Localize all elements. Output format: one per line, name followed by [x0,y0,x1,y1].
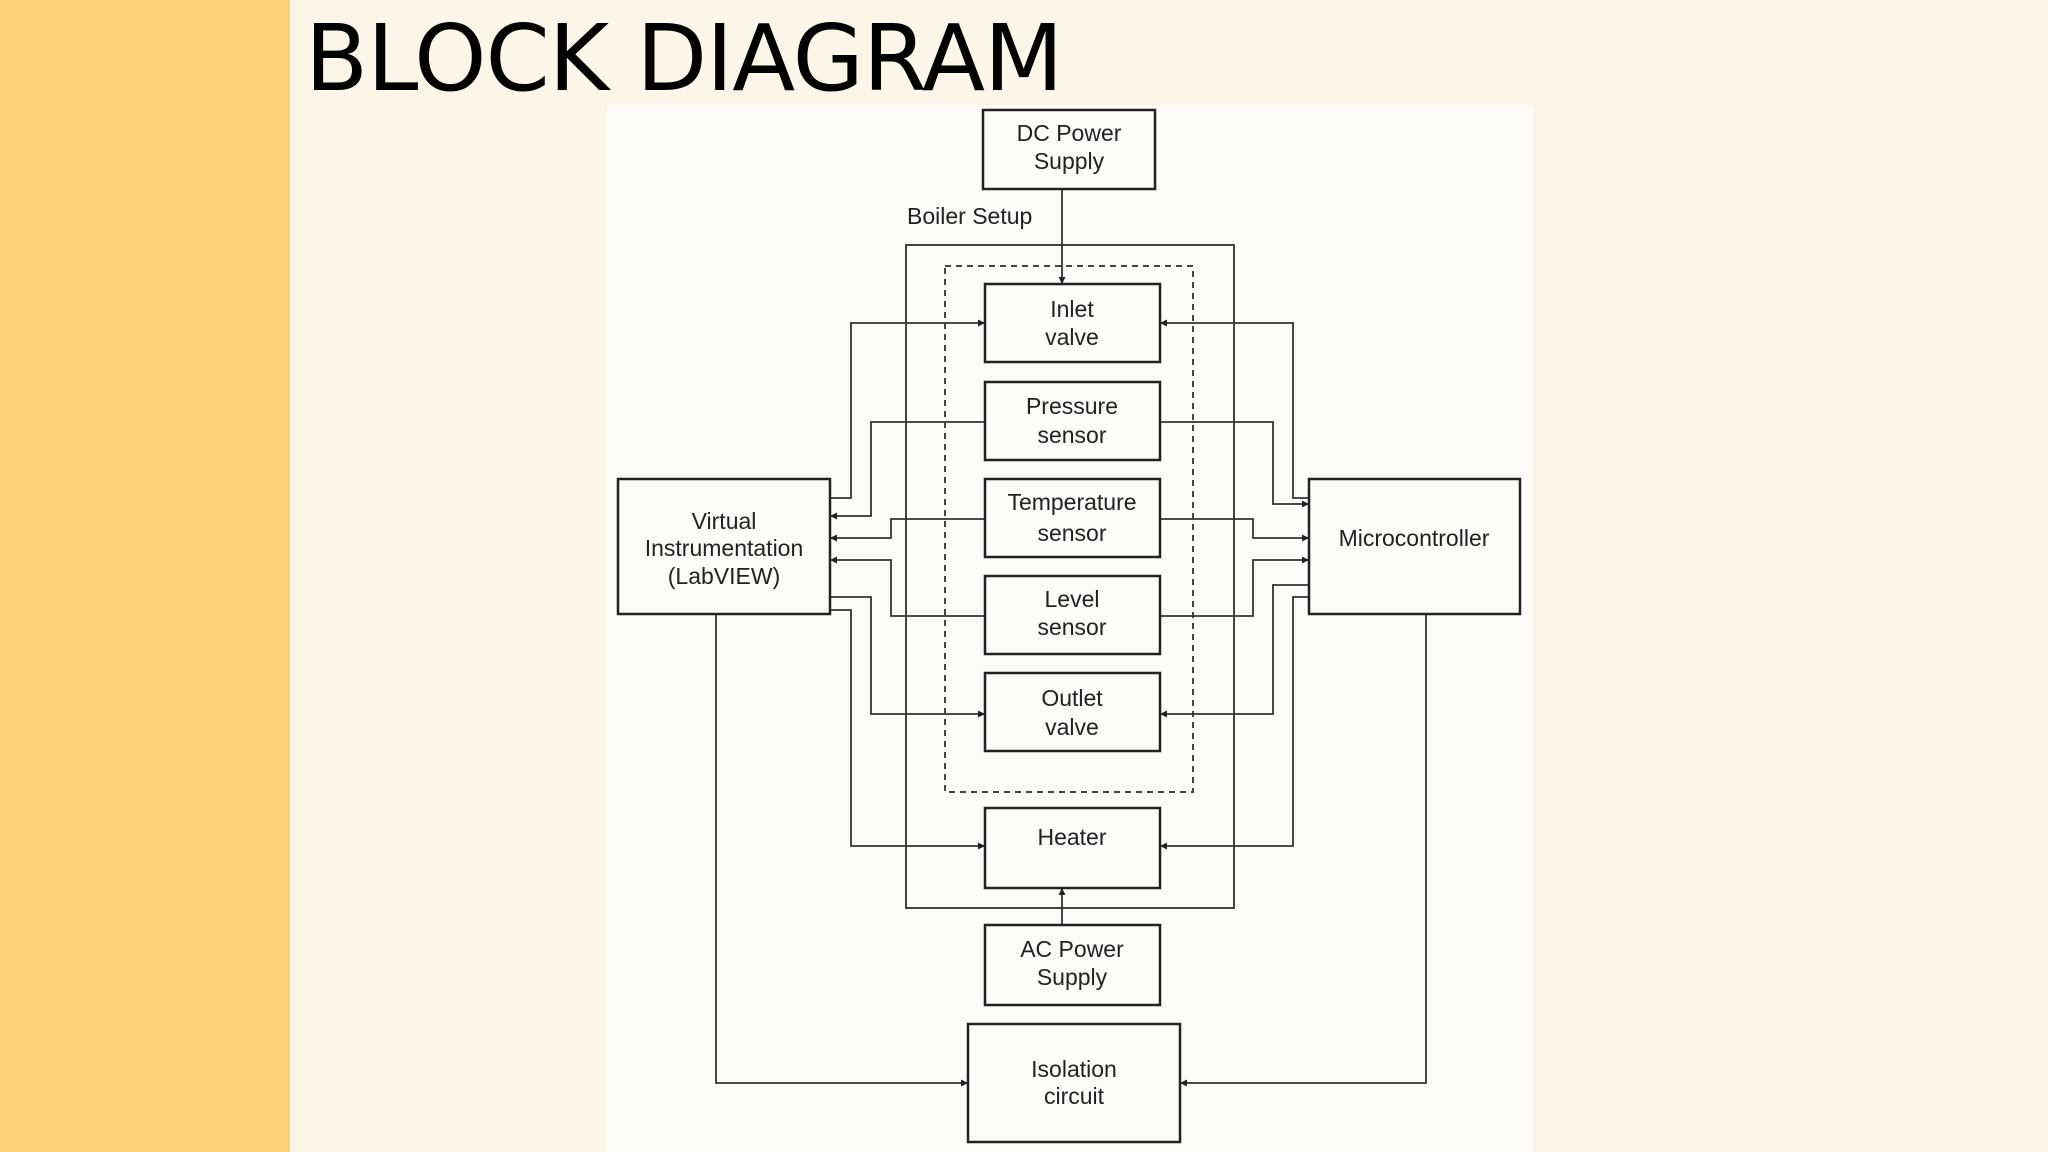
ac-power-supply-label-1: AC Power [1020,936,1124,962]
pressure-sensor-label-2: sensor [1037,422,1106,448]
heater-label: Heater [1037,824,1106,850]
connector-level-to-mcu [1160,556,1309,617]
boiler-setup-label: Boiler Setup [907,203,1032,229]
connector-level-to-labview [830,556,985,617]
connector-pressure-to-mcu [1160,421,1309,508]
isolation-circuit-label-2: circuit [1044,1083,1105,1109]
outlet-valve-block: Outlet valve [983,671,1162,753]
dc-power-supply-label-2: Supply [1034,148,1105,174]
block-diagram-figure: Boiler Setup DC Power Supply Inlet [607,105,1533,1152]
inlet-valve-label-2: valve [1045,324,1099,350]
connector-labview-to-outlet [830,596,985,718]
connector-pressure-to-labview [830,421,985,520]
ac-power-supply-label-2: Supply [1037,964,1108,990]
inlet-valve-block: Inlet valve [983,282,1162,364]
connector-temperature-to-labview [830,518,985,542]
virtual-instrumentation-label-1: Virtual [692,508,757,534]
connector-labview-to-isolation [715,614,968,1087]
isolation-circuit-block: Isolation circuit [966,1022,1182,1144]
temperature-sensor-label-2: sensor [1037,520,1106,546]
connector-temperature-to-mcu [1160,518,1309,542]
connector-mcu-to-inlet [1160,319,1309,499]
connector-mcu-to-isolation [1180,614,1427,1087]
level-sensor-label-2: sensor [1037,614,1106,640]
inlet-valve-label-1: Inlet [1050,296,1094,322]
ac-power-supply-block: AC Power Supply [983,923,1162,1007]
dc-power-supply-label-1: DC Power [1017,120,1122,146]
dc-power-supply-block: DC Power Supply [981,108,1157,191]
sensor-group-dashed-frame [944,265,1194,793]
temperature-sensor-block: Temperature sensor [983,477,1162,559]
virtual-instrumentation-label-2: Instrumentation [645,535,804,561]
outlet-valve-label-1: Outlet [1041,685,1103,711]
sidebar-accent-bar [0,0,290,1152]
connector-labview-to-heater [830,609,985,850]
connector-mcu-to-heater [1160,596,1309,850]
block-diagram: Boiler Setup DC Power Supply Inlet [616,108,1522,1144]
heater-block: Heater [983,806,1162,890]
connector-labview-to-inlet [830,319,985,499]
connector-mcu-to-outlet [1160,584,1309,718]
microcontroller-label: Microcontroller [1339,525,1490,551]
temperature-sensor-label-1: Temperature [1007,489,1136,515]
microcontroller-block: Microcontroller [1307,477,1522,616]
outlet-valve-label-2: valve [1045,714,1099,740]
connector-lines [715,189,1427,1087]
isolation-circuit-label-1: Isolation [1031,1056,1117,1082]
pressure-sensor-block: Pressure sensor [983,380,1162,462]
boiler-setup-frame [905,244,1235,909]
virtual-instrumentation-block: Virtual Instrumentation (LabVIEW) [616,477,832,616]
virtual-instrumentation-label-3: (LabVIEW) [668,563,780,589]
level-sensor-label-1: Level [1045,586,1100,612]
pressure-sensor-label-1: Pressure [1026,393,1118,419]
slide-title: BLOCK DIAGRAM [305,5,1063,112]
level-sensor-block: Level sensor [983,574,1162,656]
